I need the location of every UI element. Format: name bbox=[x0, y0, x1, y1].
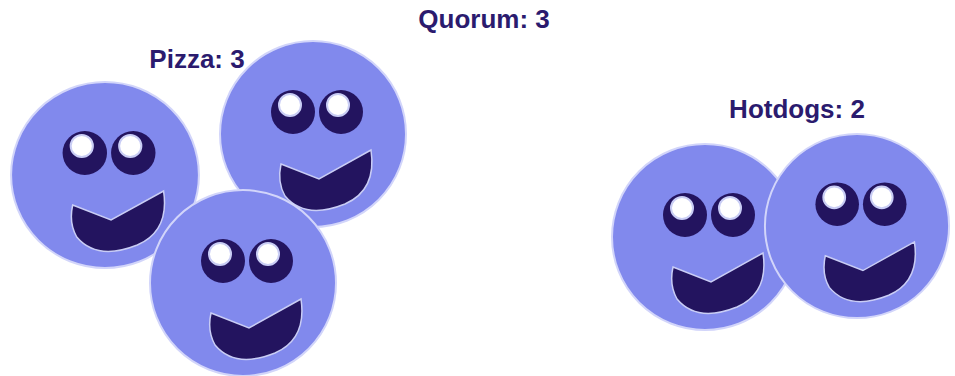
group-label: Pizza: 3 bbox=[149, 44, 244, 75]
diagram-title: Quorum: 3 bbox=[418, 4, 549, 35]
smiley-face bbox=[765, 134, 949, 318]
group-label: Hotdogs: 2 bbox=[729, 94, 865, 125]
smiley-face bbox=[150, 190, 336, 376]
